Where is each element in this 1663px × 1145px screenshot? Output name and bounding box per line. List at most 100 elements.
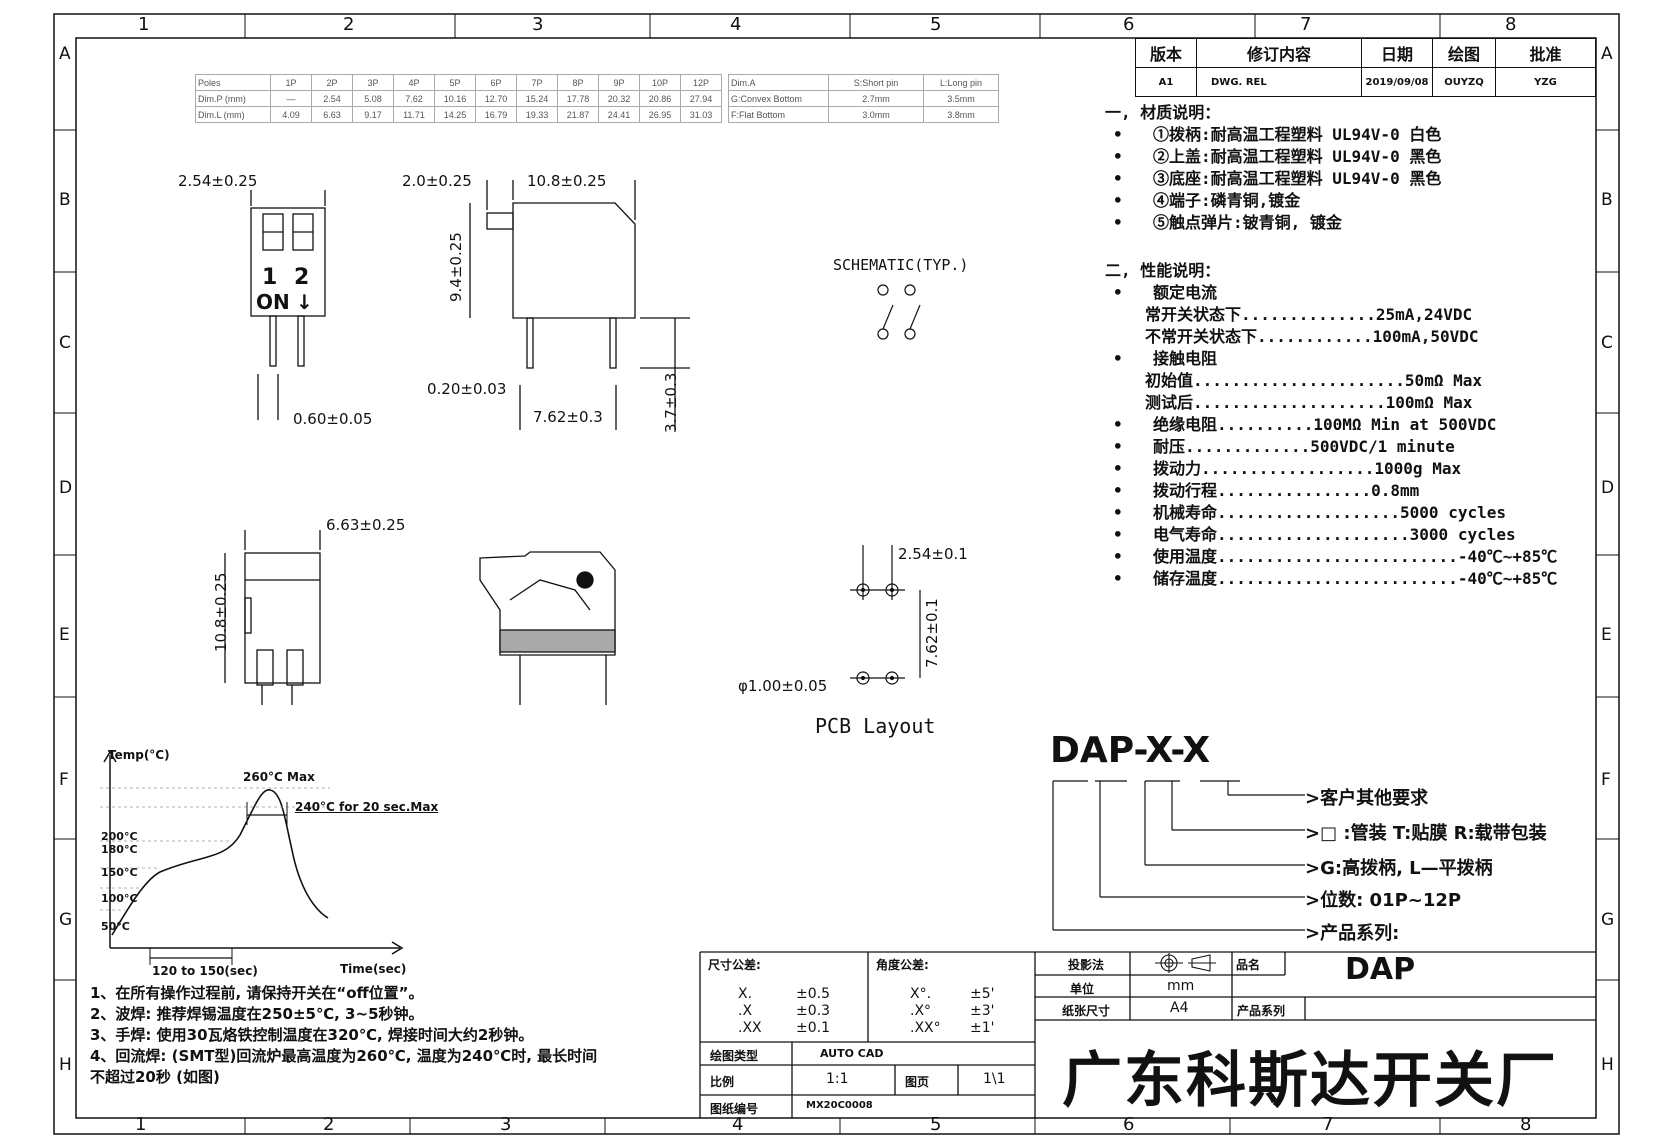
spec-cell: 21.87 xyxy=(557,106,599,123)
note-line: 不超过20秒 (如图) xyxy=(90,1068,220,1086)
spec-cell: Dim.P (mm) xyxy=(195,90,271,107)
part-option-line: >客户其他要求 xyxy=(1305,788,1429,809)
spec-row-dim-p: Dim.P (mm) — 2.54 5.08 7.62 10.16 12.70 … xyxy=(195,90,722,107)
pin-cell: F:Flat Bottom xyxy=(728,106,829,123)
dim-front-height: 10.8±0.25 xyxy=(212,572,230,652)
grid-row-a: A xyxy=(59,44,71,64)
product-series-label: 产品系列 xyxy=(1237,1004,1286,1018)
product-name-value: DAP xyxy=(1345,952,1416,987)
spec-cell: 9P xyxy=(598,74,640,91)
perf-after-test: 测试后....................100mΩ Max xyxy=(1145,393,1473,412)
perf-item: 储存温度.........................-40℃~+85℃ xyxy=(1153,569,1558,588)
projection-label: 投影法 xyxy=(1068,958,1105,972)
grid-col-3-bottom: 3 xyxy=(500,1114,512,1135)
pin-cell: 3.8mm xyxy=(923,106,999,123)
grid-row-h-right: H xyxy=(1601,1055,1614,1075)
bullet-icon: • xyxy=(1113,191,1123,210)
dim-pcb-span: 7.62±0.1 xyxy=(923,598,941,668)
reflow-tick-150: 150°C xyxy=(101,866,138,879)
dim-pcb-pitch: 2.54±0.1 xyxy=(898,545,968,563)
tol-key: .XX xyxy=(738,1020,762,1036)
grid-row-f-right: F xyxy=(1601,770,1611,790)
spec-cell: 26.95 xyxy=(639,106,681,123)
tol-val: ±0.5 xyxy=(796,986,830,1002)
tol-val: ±0.1 xyxy=(796,1020,830,1036)
pin-length-table: Dim.A S:Short pin L:Long pin G:Convex Bo… xyxy=(728,74,999,123)
spec-cell: 4.09 xyxy=(270,106,312,123)
bullet-icon: • xyxy=(1113,213,1123,232)
spec-cell: 27.94 xyxy=(680,90,722,107)
spec-cell: 7P xyxy=(516,74,558,91)
grid-row-e-right: E xyxy=(1601,625,1612,645)
scale-label: 比例 xyxy=(710,1075,735,1089)
perf-item: 耐压.............500VDC/1 minute xyxy=(1153,437,1455,456)
page-value: 1\1 xyxy=(983,1071,1006,1087)
front-view-drawing xyxy=(224,530,321,705)
tol-val: ±0.3 xyxy=(796,1003,830,1019)
switch-on-label: ON xyxy=(256,290,290,314)
dim-front-width: 6.63±0.25 xyxy=(326,516,406,534)
reflow-chart xyxy=(100,750,404,965)
reflow-tick-50: 50°C xyxy=(101,920,130,933)
company-name: 广东科斯达开关厂 xyxy=(1062,1046,1558,1116)
reflow-tick-180: 180°C xyxy=(101,843,138,856)
drawing-type-label: 绘图类型 xyxy=(710,1049,759,1063)
spec-cell: 6P xyxy=(475,74,517,91)
note-line: 2、波焊: 推荐焊锡温度在250±5℃, 3~5秒钟。 xyxy=(90,1005,424,1023)
grid-col-1-bottom: 1 xyxy=(135,1114,147,1135)
ang-tol-label: 角度公差: xyxy=(876,958,929,972)
grid-row-c-right: C xyxy=(1601,333,1613,353)
perf-item: 拨动力..................1000g Max xyxy=(1153,459,1462,478)
spec-cell: 17.78 xyxy=(557,90,599,107)
grid-col-6: 6 xyxy=(1123,14,1135,35)
spec-cell: 12.70 xyxy=(475,90,517,107)
spec-cell: 9.17 xyxy=(352,106,394,123)
drawing-no-label: 图纸编号 xyxy=(710,1102,759,1116)
side-view-drawing xyxy=(469,180,690,430)
part-option-line: >位数: 01P~12P xyxy=(1305,890,1462,911)
spec-cell: 20.86 xyxy=(639,90,681,107)
grid-row-f: F xyxy=(59,770,69,790)
spec-cell: 3P xyxy=(352,74,394,91)
grid-row-d-right: D xyxy=(1601,478,1615,498)
perf-item: 使用温度.........................-40℃~+85℃ xyxy=(1153,547,1558,566)
bullet-icon: • xyxy=(1113,283,1123,302)
material-item: ③底座:耐高温工程塑料 UL94V-0 黑色 xyxy=(1153,169,1442,188)
pin-cell: G:Convex Bottom xyxy=(728,90,829,107)
spec-row-dim-l: Dim.L (mm) 4.09 6.63 9.17 11.71 14.25 16… xyxy=(195,106,722,123)
bullet-icon: • xyxy=(1113,349,1123,368)
material-item: ②上盖:耐高温工程塑料 UL94V-0 黑色 xyxy=(1153,147,1442,166)
material-item: ⑤触点弹片:铍青铜, 镀金 xyxy=(1153,213,1342,232)
spec-cell: 10P xyxy=(639,74,681,91)
dim-pin-width: 0.60±0.05 xyxy=(293,410,373,428)
switch-number-2: 2 xyxy=(294,265,310,290)
spec-cell: — xyxy=(270,90,312,107)
part-option-line: >产品系列: xyxy=(1305,923,1400,944)
grid-col-8-bottom: 8 xyxy=(1520,1114,1532,1135)
page-label: 图页 xyxy=(905,1075,930,1089)
pin-cell: Dim.A xyxy=(728,74,829,91)
reflow-peak-label: 260°C Max xyxy=(243,770,315,784)
spec-cell: Poles xyxy=(195,74,271,91)
pin-cell: 2.7mm xyxy=(828,90,924,107)
rev-cell: 2019/09/08 xyxy=(1361,67,1433,97)
dim-pin-span: 7.62±0.3 xyxy=(533,408,603,426)
bullet-icon: • xyxy=(1113,415,1123,434)
spec-cell: 5.08 xyxy=(352,90,394,107)
grid-col-5-bottom: 5 xyxy=(930,1114,942,1135)
perf-contact-res: 接触电阻 xyxy=(1153,349,1218,368)
part-number-code: DAP-X-X xyxy=(1050,730,1211,771)
spec-cell: 4P xyxy=(393,74,435,91)
bullet-icon: • xyxy=(1113,481,1123,500)
switch-number-1: 1 xyxy=(262,265,278,290)
tol-key: .X xyxy=(738,1003,753,1019)
grid-col-1: 1 xyxy=(138,14,150,35)
bullet-icon: • xyxy=(1113,503,1123,522)
tol-val: ±1' xyxy=(970,1020,995,1036)
dim-pcb-hole: φ1.00±0.05 xyxy=(738,677,828,695)
dim-side-a: 2.0±0.25 xyxy=(402,172,472,190)
grid-col-7-bottom: 7 xyxy=(1322,1114,1334,1135)
grid-row-d: D xyxy=(59,478,73,498)
rev-cell: DWG. REL xyxy=(1196,67,1362,97)
performance-section: 二, 性能说明： •额定电流 常开关状态下..............25mA,… xyxy=(1105,260,1557,590)
